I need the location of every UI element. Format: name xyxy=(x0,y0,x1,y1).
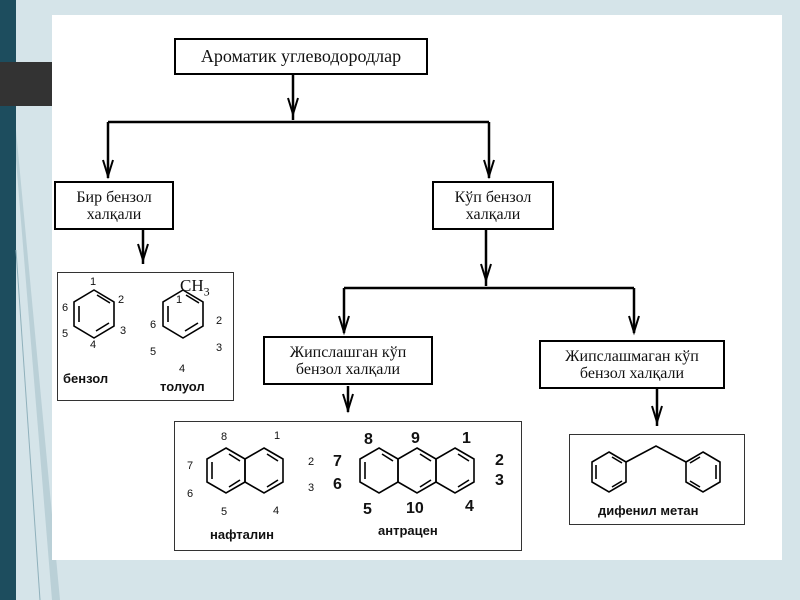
benzene-pos-2: 2 xyxy=(118,294,125,306)
multi-ring-line2: халқали xyxy=(465,205,521,223)
single-ring-line1: Бир бензол xyxy=(76,188,152,206)
arrowhead-single-box xyxy=(137,243,149,264)
benzene-pos-5: 5 xyxy=(62,328,69,340)
arrowhead-nonfused xyxy=(628,315,640,336)
nonfused-ring-line2: бензол халқали xyxy=(579,364,685,382)
fused-examples-box: 1 2 3 4 5 6 7 8 нафталин 1 2 3 4 5 6 7 8… xyxy=(174,421,522,551)
toluene-pos-4: 4 xyxy=(179,363,186,375)
benzene-structure xyxy=(73,289,204,339)
fused-ring-line1: Жипслашган кўп xyxy=(289,343,407,361)
toluene-pos-2: 2 xyxy=(216,315,223,327)
arrowhead-multi-split xyxy=(480,263,492,284)
anthracene-pos-9: 9 xyxy=(411,430,420,447)
diphenylmethane-label: дифенил метан xyxy=(598,503,699,518)
arrowhead-multi xyxy=(483,159,495,180)
diphenylmethane-structure xyxy=(591,445,721,493)
fused-ring-line2: бензол халқали xyxy=(295,360,401,378)
single-ring-box: Бир бензол халқали xyxy=(54,181,174,230)
naphthalene-pos-5: 5 xyxy=(221,506,228,518)
naphthalene-label: нафталин xyxy=(210,527,274,542)
anthracene-pos-10: 10 xyxy=(406,500,424,517)
toluene-ch-text: CH xyxy=(180,276,204,295)
title-text: Ароматик углеводородлар xyxy=(200,46,402,66)
toluene-pos-5: 5 xyxy=(150,346,157,358)
title-box: Ароматик углеводородлар xyxy=(174,38,428,75)
single-ring-examples-box: 1 2 3 4 5 6 бензол CH3 1 2 3 4 5 6 толуо… xyxy=(57,272,234,401)
slide-line-decoration xyxy=(15,249,41,600)
multi-ring-box: Кўп бензол халқали xyxy=(432,181,554,230)
naphthalene-pos-1: 1 xyxy=(274,430,281,442)
naphthalene-pos-8: 8 xyxy=(221,431,228,443)
benzene-pos-3: 3 xyxy=(120,325,127,337)
benzene-label: бензол xyxy=(63,371,109,386)
anthracene-pos-4: 4 xyxy=(465,498,474,515)
toluene-ch3: CH3 xyxy=(180,276,210,299)
accent-bar xyxy=(0,0,16,600)
nonfused-examples-box: дифенил метан xyxy=(569,434,745,525)
naphthalene-pos-2: 2 xyxy=(308,456,315,468)
benzene-pos-4: 4 xyxy=(90,339,97,351)
arrowhead-single xyxy=(102,159,114,180)
arrowhead-fused-box xyxy=(342,393,354,414)
anthracene-label: антрацен xyxy=(378,523,438,538)
toluene-label: толуол xyxy=(160,379,205,394)
naphthalene-anthracene-structures xyxy=(206,447,475,494)
dark-tab xyxy=(0,62,52,106)
anthracene-pos-7: 7 xyxy=(333,453,342,470)
anthracene-pos-6: 6 xyxy=(333,476,342,493)
anthracene-pos-8: 8 xyxy=(364,431,373,448)
anthracene-pos-1: 1 xyxy=(462,430,471,447)
benzene-pos-6: 6 xyxy=(62,302,69,314)
arrowhead-title xyxy=(287,97,299,118)
toluene-pos-1: 1 xyxy=(176,294,183,306)
single-ring-line2: халқали xyxy=(86,205,142,223)
naphthalene-pos-6: 6 xyxy=(187,488,194,500)
slide-arrow-decoration xyxy=(16,130,60,600)
naphthalene-pos-4: 4 xyxy=(273,505,280,517)
nonfused-ring-box: Жипслашмаган кўп бензол халқали xyxy=(539,340,725,389)
anthracene-pos-5: 5 xyxy=(363,501,372,518)
naphthalene-pos-7: 7 xyxy=(187,460,194,472)
anthracene-pos-2: 2 xyxy=(495,452,504,469)
multi-ring-line1: Кўп бензол xyxy=(454,188,532,206)
toluene-pos-3: 3 xyxy=(216,342,223,354)
arrowhead-fused xyxy=(338,315,350,336)
nonfused-ring-line1: Жипслашмаган кўп xyxy=(565,347,699,365)
benzene-pos-1: 1 xyxy=(90,276,97,288)
naphthalene-pos-3: 3 xyxy=(308,482,315,494)
anthracene-pos-3: 3 xyxy=(495,472,504,489)
toluene-ch3-subscript: 3 xyxy=(203,284,210,299)
fused-ring-box: Жипслашган кўп бензол халқали xyxy=(263,336,433,385)
arrowhead-nonfused-box xyxy=(651,405,663,426)
toluene-pos-6: 6 xyxy=(150,319,157,331)
